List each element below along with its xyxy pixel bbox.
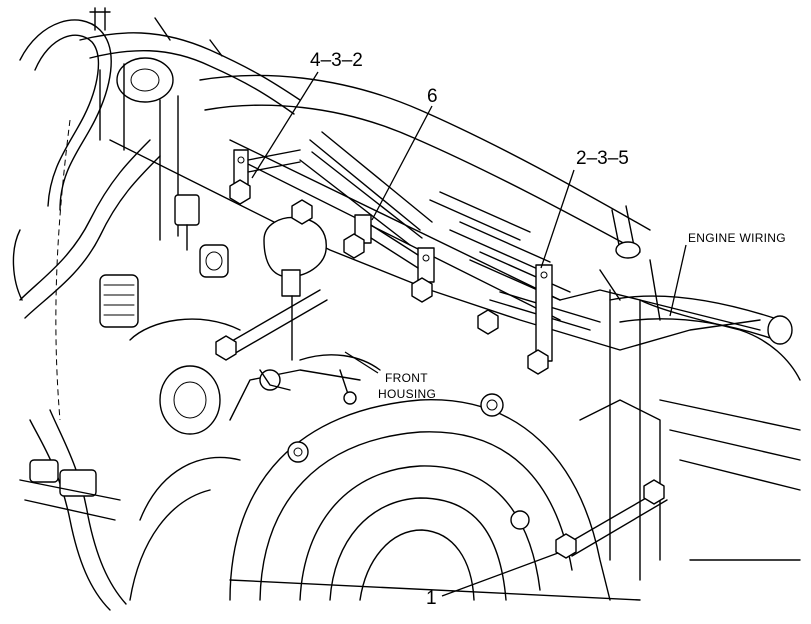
leader-6 xyxy=(371,105,433,221)
leader-lines xyxy=(251,71,687,597)
front-housing xyxy=(129,365,641,601)
long-bolts xyxy=(215,131,668,559)
callout-4-3-2: 4–3–2 xyxy=(310,50,363,71)
label-front: FRONT xyxy=(385,371,428,385)
label-housing: HOUSING xyxy=(378,387,436,401)
label-engine-wiring: ENGINE WIRING xyxy=(688,231,786,245)
housing-clips xyxy=(259,354,381,405)
engine-wiring-harness xyxy=(599,205,793,345)
leader-4-3-2 xyxy=(251,71,319,179)
bracket-2-3-5 xyxy=(477,264,553,375)
callout-1: 1 xyxy=(426,588,437,609)
center-component xyxy=(199,216,327,361)
top-tube xyxy=(199,74,651,321)
leader-1 xyxy=(441,552,559,597)
leader-front-housing xyxy=(344,351,379,374)
engine-block xyxy=(109,139,801,581)
leader-engine-wiring xyxy=(669,244,687,317)
left-hose-assembly xyxy=(12,7,301,611)
leader-2-3-5 xyxy=(540,169,575,269)
bracket-4-3-2 xyxy=(229,149,313,225)
bracket-middle xyxy=(343,214,435,303)
callout-6: 6 xyxy=(427,86,438,107)
callout-2-3-5: 2–3–5 xyxy=(576,148,629,169)
